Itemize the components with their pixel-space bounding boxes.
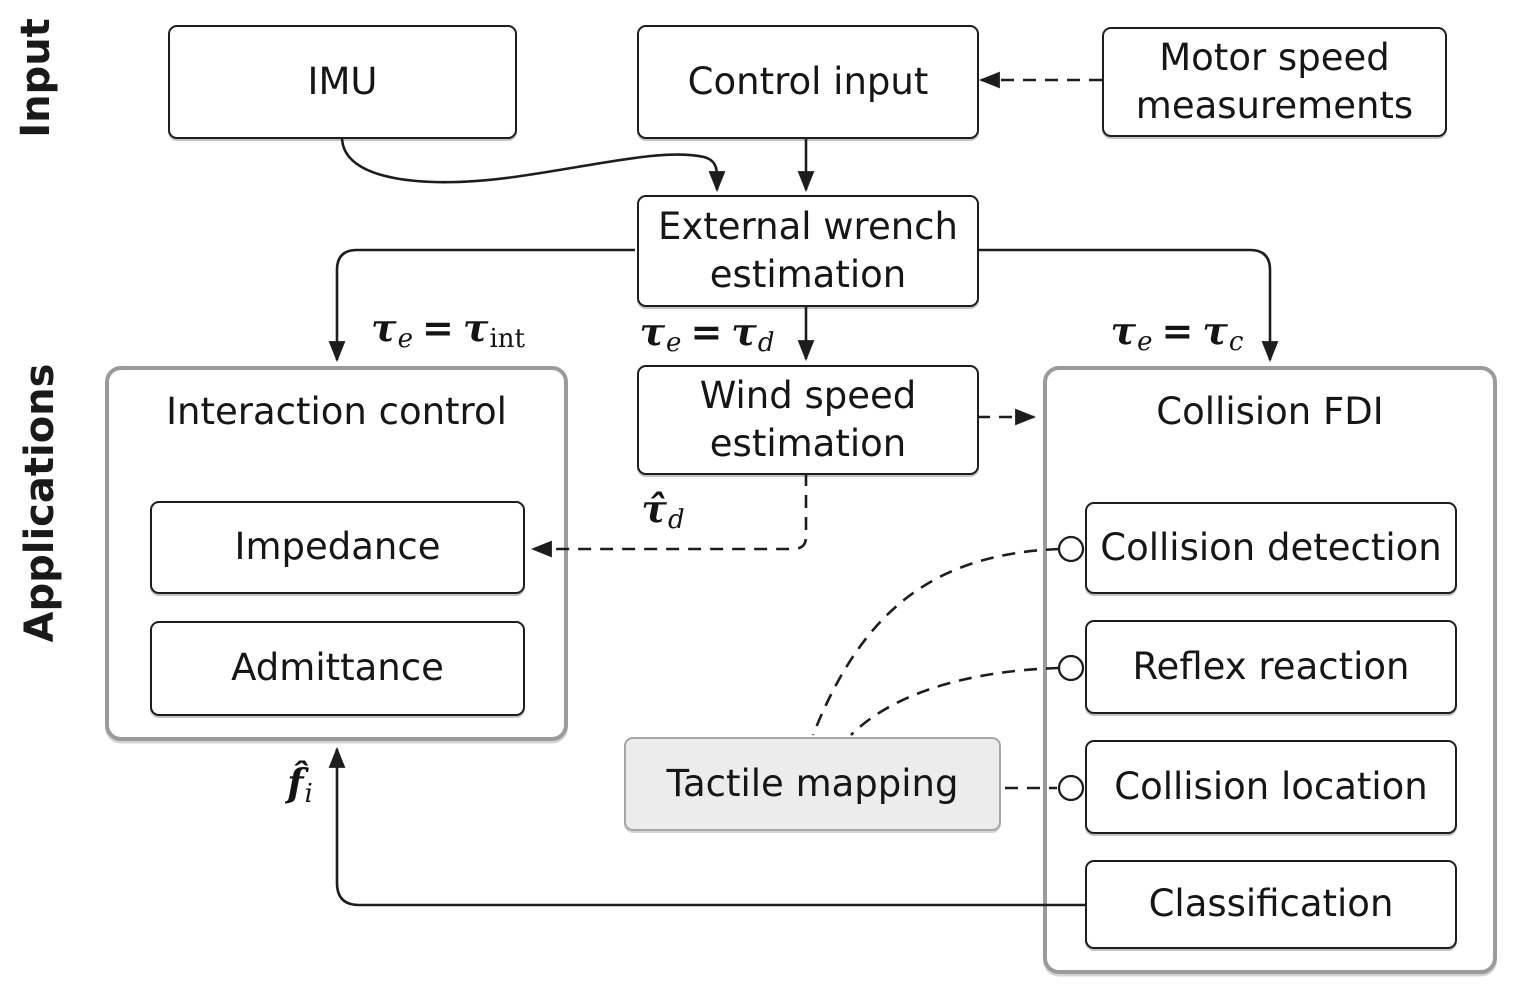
wind-speed-line1: Wind speed: [699, 373, 917, 417]
tau-symbol: τ: [1110, 308, 1137, 353]
box-external-wrench-text: External wrench estimation: [658, 203, 958, 299]
edge-wrench-to-interaction: [328, 248, 635, 363]
port-circle-collision-detection: [1057, 535, 1085, 563]
port-circle-reflex-reaction: [1057, 654, 1085, 682]
tau-hat-symbol: τ̂: [641, 486, 667, 531]
box-classification-label: Classification: [1148, 882, 1394, 926]
box-collision-detection-label: Collision detection: [1100, 525, 1442, 569]
edge-label-tau-d-hat: τ̂d: [618, 486, 708, 538]
tau-hat-subscript: d: [667, 505, 685, 535]
motor-speed-line1: Motor speed: [1159, 35, 1390, 79]
edge-label-f-i-hat: f̂i: [258, 760, 342, 820]
box-admittance-label: Admittance: [231, 646, 444, 690]
box-impedance-label: Impedance: [234, 525, 441, 569]
box-reflex-reaction-label: Reflex reaction: [1132, 644, 1410, 688]
box-imu: IMU: [168, 25, 517, 139]
box-control-input-label: Control input: [687, 59, 929, 103]
equals-sign: =: [1161, 308, 1194, 353]
external-wrench-line2: estimation: [709, 253, 907, 296]
tau-subscript-c: c: [1228, 327, 1244, 357]
tau-subscript: e: [666, 328, 682, 358]
box-external-wrench-estimation: External wrench estimation: [637, 195, 979, 307]
tau-symbol: τ: [731, 309, 757, 354]
wind-speed-line2: estimation: [709, 422, 907, 465]
box-reflex-reaction: Reflex reaction: [1085, 620, 1457, 714]
f-hat-subscript: i: [304, 779, 313, 809]
equals-sign: =: [422, 305, 454, 350]
box-impedance: Impedance: [150, 501, 525, 594]
box-collision-location: Collision location: [1085, 740, 1457, 834]
edge-classification-to-interaction: [328, 746, 1085, 907]
edge-wind-to-impedance: [530, 473, 808, 558]
tau-symbol: τ: [371, 305, 397, 350]
f-hat-symbol: f̂: [287, 760, 304, 805]
box-classification: Classification: [1085, 860, 1457, 949]
box-collision-detection: Collision detection: [1085, 502, 1457, 594]
edge-tactile-to-reflex-reaction: [850, 666, 1060, 736]
interaction-control-title: Interaction control: [166, 390, 507, 433]
tau-subscript-int: int: [489, 324, 525, 354]
tau-subscript: e: [397, 324, 414, 354]
edge-wrench-to-fdi: [977, 248, 1279, 363]
box-tactile-mapping-label: Tactile mapping: [666, 761, 959, 805]
tau-symbol: τ: [1202, 308, 1228, 353]
container-collision-fdi: Collision FDI: [1043, 366, 1497, 974]
box-admittance: Admittance: [150, 621, 525, 716]
section-label-applications: Applications: [17, 363, 63, 643]
box-tactile-mapping: Tactile mapping: [624, 737, 1001, 831]
edge-imu-to-wrench: [340, 136, 726, 193]
tau-symbol: τ: [462, 305, 489, 350]
edge-tactile-to-collision-detection: [811, 547, 1060, 736]
box-wind-speed-estimation: Wind speed estimation: [637, 365, 979, 475]
box-control-input: Control input: [637, 25, 979, 139]
container-interaction-control: Interaction control: [105, 366, 568, 741]
box-imu-label: IMU: [307, 59, 378, 103]
collision-fdi-title: Collision FDI: [1156, 390, 1384, 433]
port-circle-collision-location: [1057, 774, 1085, 802]
section-label-input: Input: [13, 18, 59, 138]
motor-speed-line2: measurements: [1135, 84, 1414, 127]
tau-symbol: τ: [639, 309, 666, 354]
box-motor-speed-measurements: Motor speed measurements: [1102, 27, 1447, 137]
box-motor-speed-text: Motor speed measurements: [1136, 34, 1413, 130]
equals-sign: =: [690, 309, 723, 354]
box-wind-speed-text: Wind speed estimation: [700, 372, 917, 468]
tau-subscript: e: [1137, 327, 1153, 357]
box-collision-location-label: Collision location: [1114, 764, 1428, 808]
external-wrench-line1: External wrench: [658, 204, 958, 248]
tau-subscript-d: d: [757, 328, 775, 358]
